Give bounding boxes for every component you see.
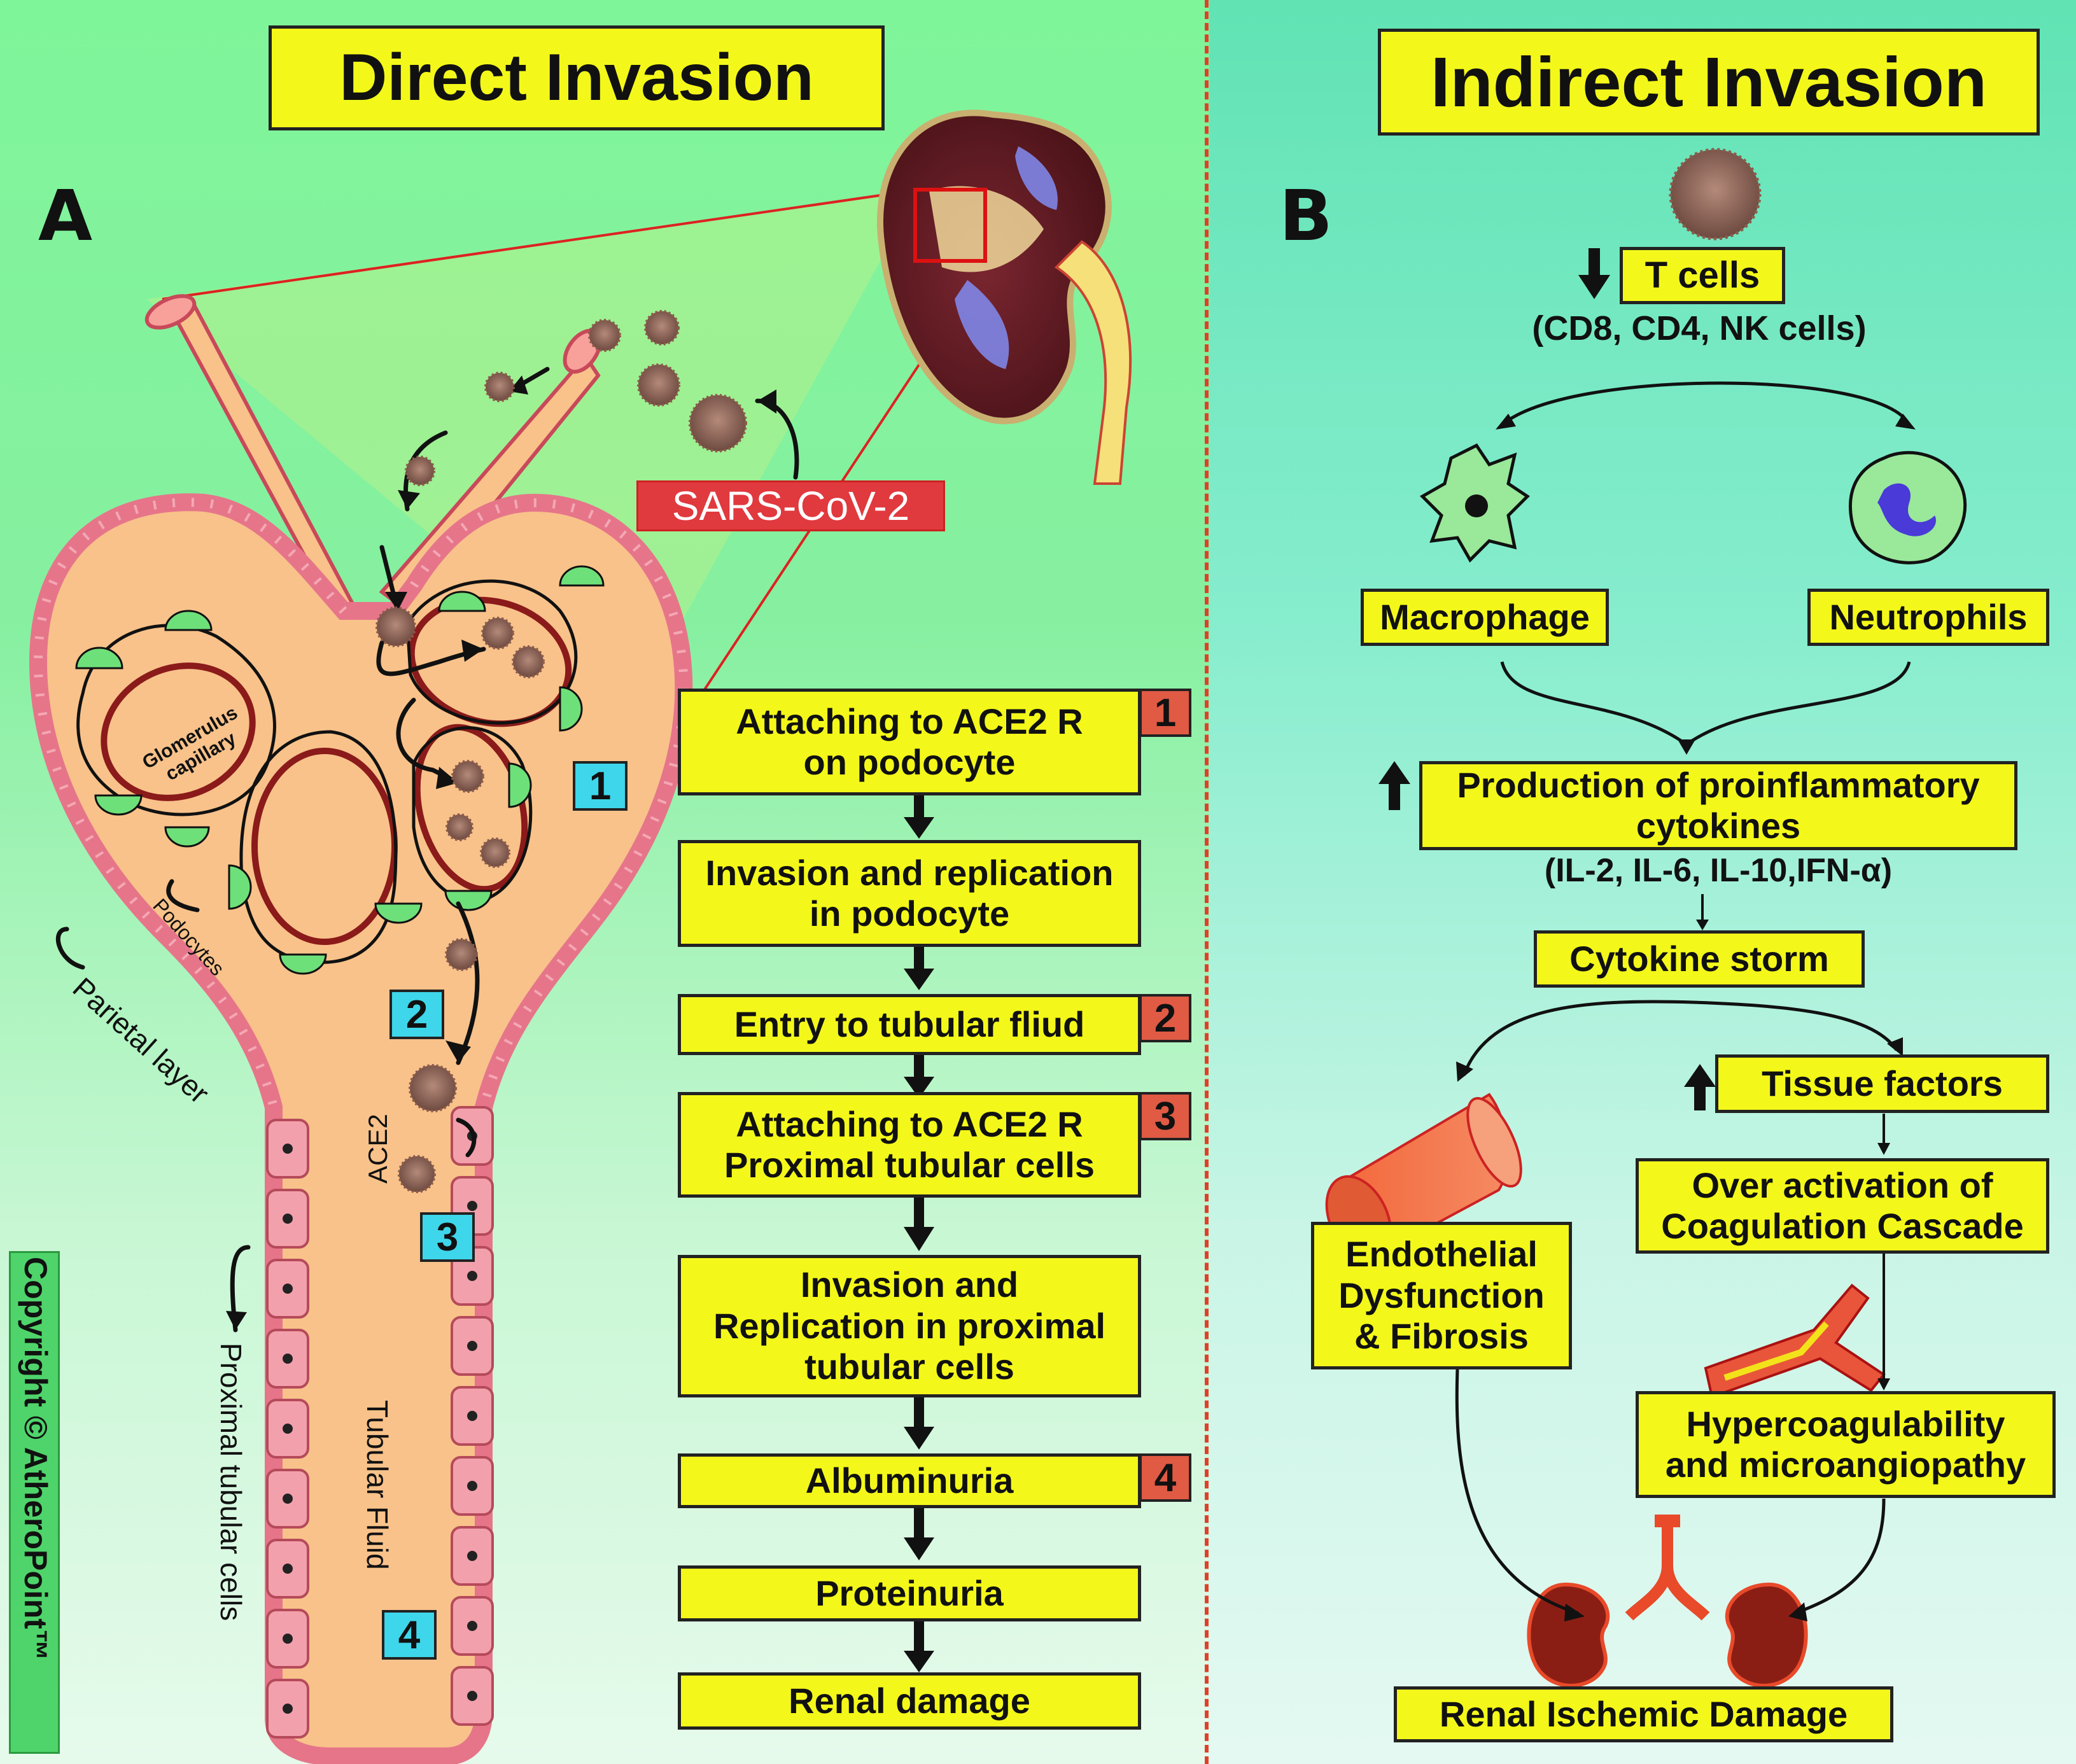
step-3-box: Entry to tubular fliud <box>678 994 1141 1055</box>
t-cells-subtypes: (CD8, CD4, NK cells) <box>1532 309 1867 347</box>
kidneys-icon <box>1527 1515 1808 1688</box>
step-1-line2: on podocyte <box>803 742 1016 782</box>
diagram-marker-4: 4 <box>382 1610 437 1660</box>
tissue-factors-box: Tissue factors <box>1715 1054 2049 1113</box>
endothelial-line1: Endothelial <box>1345 1234 1538 1275</box>
glomerulus-capillaries <box>76 579 578 964</box>
cytokine-storm-box: Cytokine storm <box>1534 930 1865 988</box>
cytokine-production-box: Production of proinflammatory cytokines <box>1419 761 2017 850</box>
step-4-box: Attaching to ACE2 R Proximal tubular cel… <box>678 1092 1141 1198</box>
t-cells-box: T cells <box>1620 247 1785 304</box>
step-3-marker: 2 <box>1139 994 1191 1042</box>
hypercoagulability-line2: and microangiopathy <box>1665 1445 2026 1485</box>
panel-divider <box>1205 0 1209 1764</box>
step-4-marker: 3 <box>1139 1092 1191 1140</box>
direct-invasion-title: Direct Invasion <box>269 25 885 130</box>
copyright-badge: Copyright © AtheroPoint™ <box>9 1251 60 1754</box>
kidney-graphic <box>877 109 1132 485</box>
endothelial-line3: & Fibrosis <box>1354 1316 1529 1357</box>
cytokine-list: (IL-2, IL-6, IL-10,IFN-α) <box>1544 852 1893 889</box>
nephron-illustration <box>29 109 1132 1764</box>
sars-cov-2-label: SARS-CoV-2 <box>636 480 945 531</box>
step-1-line1: Attaching to ACE2 R <box>736 701 1083 741</box>
step-arrows <box>904 795 934 1672</box>
step-7-box: Proteinuria <box>678 1565 1141 1621</box>
coagulation-box: Over activation of Coagulation Cascade <box>1636 1158 2049 1254</box>
clotted-vessel-icon <box>1704 1284 1886 1399</box>
diagram-marker-2: 2 <box>389 990 444 1039</box>
step-2-box: Invasion and replication in podocyte <box>678 840 1141 947</box>
step-4-line1: Attaching to ACE2 R <box>736 1103 1083 1144</box>
indirect-illustration <box>1325 148 1967 1688</box>
step-2-line2: in podocyte <box>809 893 1010 934</box>
zoom-cone <box>146 190 920 732</box>
neutrophils-box: Neutrophils <box>1807 589 2049 646</box>
panel-letter-a: A <box>38 175 93 256</box>
coagulation-line1: Over activation of <box>1692 1165 1993 1205</box>
step-8-box: Renal damage <box>678 1672 1141 1730</box>
step-6-box: Albuminuria <box>678 1453 1141 1508</box>
step-1-marker: 1 <box>1139 689 1191 737</box>
indirect-invasion-title: Indirect Invasion <box>1378 29 2040 136</box>
hypercoagulability-line1: Hypercoagulability <box>1686 1403 2005 1444</box>
step-5-line2: Replication in proximal <box>713 1305 1106 1346</box>
step-5-line1: Invasion and <box>800 1264 1019 1305</box>
step-5-box: Invasion and Replication in proximal tub… <box>678 1255 1141 1397</box>
cytokine-production-line1: Production of proinflammatory <box>1457 764 1980 805</box>
renal-ischemic-box: Renal Ischemic Damage <box>1394 1686 1893 1742</box>
macrophage-box: Macrophage <box>1361 589 1609 646</box>
step-4-line2: Proximal tubular cells <box>724 1145 1095 1185</box>
cytokine-production-line2: cytokines <box>1636 806 1801 846</box>
coagulation-line2: Coagulation Cascade <box>1661 1206 2024 1246</box>
diagram-marker-3: 3 <box>420 1212 475 1262</box>
panel-direct-invasion: Direct Invasion A SARS-CoV-2 Glomerulus … <box>0 0 1209 1764</box>
endothelial-box: Endothelial Dysfunction & Fibrosis <box>1311 1222 1572 1369</box>
diagram-marker-1: 1 <box>573 761 628 811</box>
step-5-line3: tubular cells <box>804 1347 1014 1387</box>
step-6-marker: 4 <box>1139 1453 1191 1502</box>
panel-letter-b: B <box>1279 175 1333 256</box>
step-1-box: Attaching to ACE2 R on podocyte <box>678 689 1141 795</box>
endothelial-line2: Dysfunction <box>1338 1275 1545 1315</box>
step-2-line1: Invasion and replication <box>705 852 1114 893</box>
hypercoagulability-box: Hypercoagulability and microangiopathy <box>1636 1391 2056 1498</box>
panel-indirect-invasion: Indirect Invasion B T cells (CD8, CD4, N… <box>1209 0 2076 1764</box>
copyright-text: Copyright © AtheroPoint™ <box>18 1257 53 1661</box>
virus-icon <box>1669 148 1762 241</box>
